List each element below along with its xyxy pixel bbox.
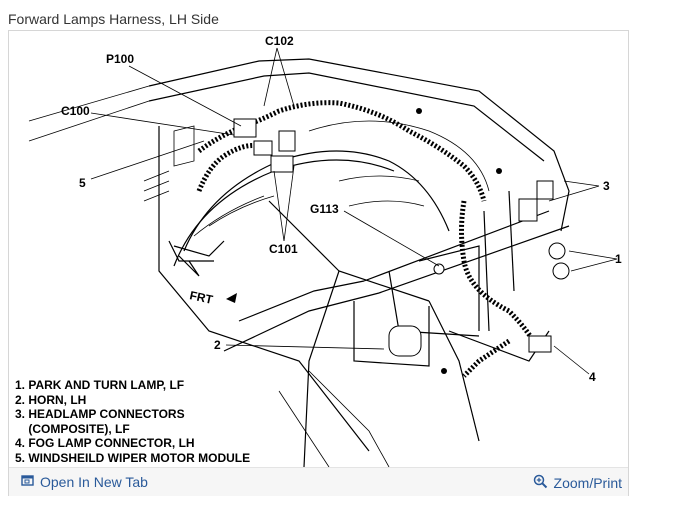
callout-5: 5 [79, 176, 86, 190]
legend-item: 2. HORN, LH [15, 392, 87, 407]
magnifier-plus-icon [533, 474, 548, 492]
callout-c102: C102 [265, 34, 294, 48]
page-title: Forward Lamps Harness, LH Side [8, 11, 219, 27]
legend-item: 3. HEADLAMP CONNECTORS [15, 407, 185, 421]
callout-c100: C100 [61, 104, 90, 118]
legend-item: 5. WINDSHEILD WIPER MOTOR MODULE [15, 450, 251, 465]
legend-item: 1. PARK AND TURN LAMP, LF [15, 378, 185, 392]
image-toolbar: Open In New Tab Zoom/Print [9, 467, 628, 496]
parts-legend: 1. PARK AND TURN LAMP, LF 2. HORN, LH 3.… [15, 378, 250, 465]
legend-item: 4. FOG LAMP CONNECTOR, LH [15, 436, 195, 450]
zoom-print-label: Zoom/Print [553, 475, 622, 491]
callout-p100: P100 [106, 52, 134, 66]
open-in-new-tab-link[interactable]: Open In New Tab [21, 474, 148, 490]
wiring-diagram-svg: C102 P100 C100 5 3 G113 C101 1 FRT 2 4 [28, 34, 622, 467]
callout-frt: FRT [188, 288, 214, 307]
open-in-new-tab-label: Open In New Tab [40, 474, 148, 490]
callout-2: 2 [214, 338, 221, 352]
callout-c101: C101 [269, 242, 298, 256]
callout-labels: C102 P100 C100 5 3 G113 C101 1 FRT 2 4 [61, 34, 622, 384]
callout-4: 4 [589, 370, 596, 384]
callout-1: 1 [615, 252, 622, 266]
legend-item: (COMPOSITE), LF [15, 421, 130, 436]
wiring-diagram[interactable]: C102 P100 C100 5 3 G113 C101 1 FRT 2 4 1… [9, 31, 630, 467]
zoom-print-link[interactable]: Zoom/Print [533, 474, 622, 492]
external-tab-icon [21, 474, 34, 490]
callout-g113: G113 [310, 202, 339, 216]
body-line-art [28, 58, 570, 467]
callout-3: 3 [603, 179, 610, 193]
leader-lines [90, 47, 618, 375]
diagram-frame: C102 P100 C100 5 3 G113 C101 1 FRT 2 4 1… [8, 30, 629, 496]
